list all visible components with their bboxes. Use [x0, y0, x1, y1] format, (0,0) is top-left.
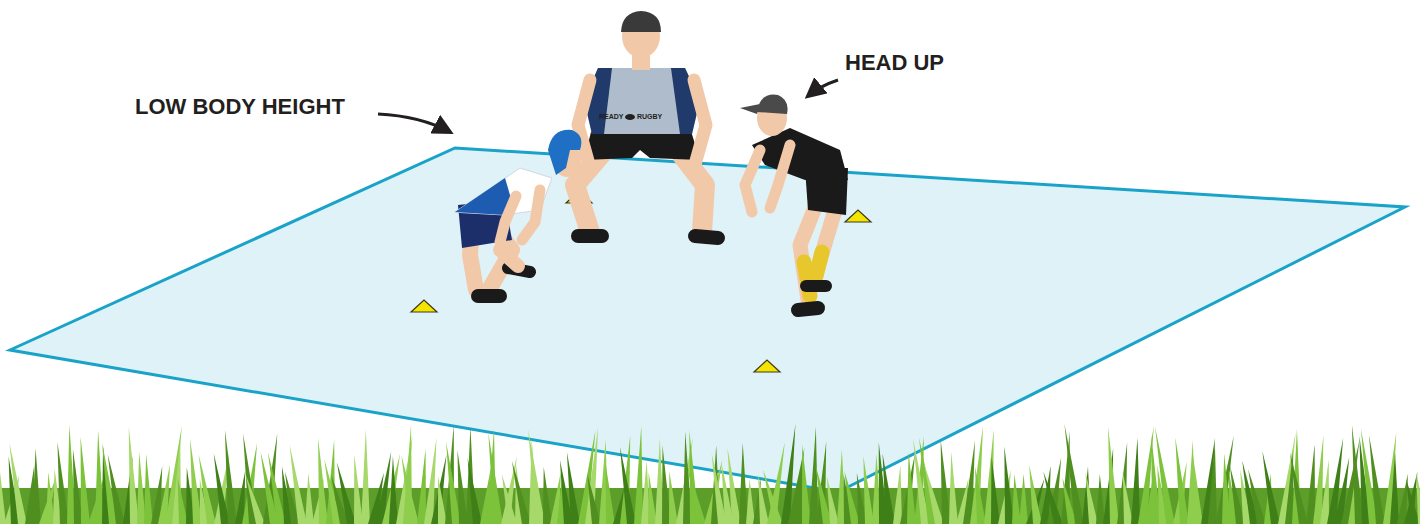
leader-arrow — [378, 114, 450, 132]
leader-arrow — [808, 80, 838, 96]
left-player-figure — [455, 130, 581, 296]
cones — [411, 191, 871, 372]
grass-band — [0, 424, 1420, 524]
shirt-logo-text: RUGBY — [637, 113, 662, 120]
grid-area — [10, 148, 1405, 492]
coaching-cue: LOW BODY HEIGHT — [135, 96, 345, 118]
coach-figure — [575, 11, 718, 238]
coaching-cue: HEAD UP — [845, 52, 944, 74]
shirt-logo-text: READY — [599, 113, 624, 120]
right-player-figure — [740, 95, 848, 310]
